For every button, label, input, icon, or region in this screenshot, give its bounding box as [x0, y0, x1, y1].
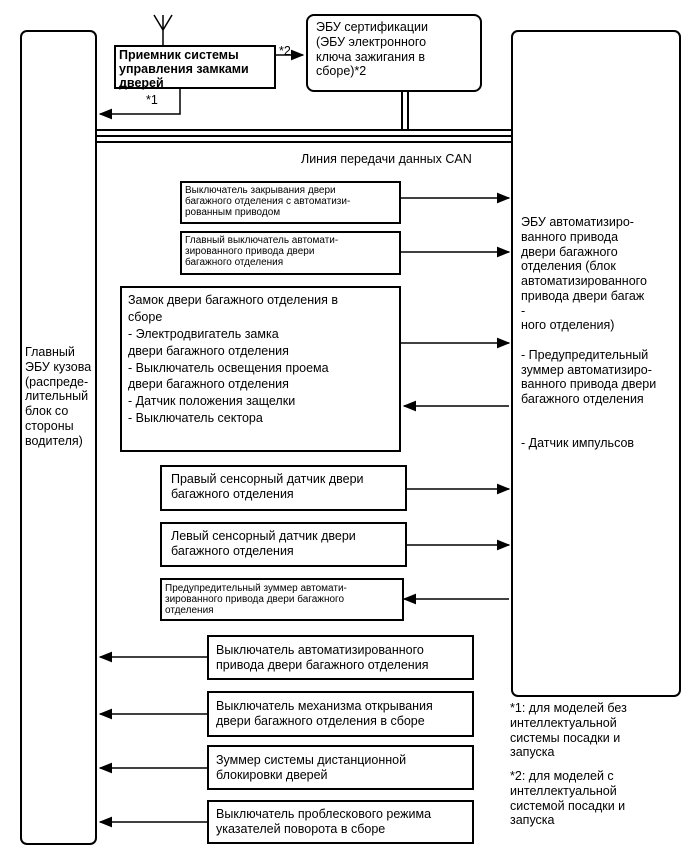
can-bus-lines — [97, 92, 512, 143]
component-label: Правый сенсорный датчик двери багажного … — [171, 472, 364, 501]
component-main-switch: Главный выключатель автомати- зированног… — [180, 231, 401, 275]
component-power-door-switch: Выключатель автоматизированного привода … — [207, 635, 474, 680]
star1-note: *1 — [146, 93, 158, 107]
component-tailgate-lock-assembly: Замок двери багажного отделения в сборе … — [120, 286, 401, 452]
right-tailgate-ecu: ЭБУ автоматизиро- ванного привода двери … — [511, 30, 681, 697]
left-ecu-label: Главный ЭБУ кузова (распреде- лительный … — [25, 345, 92, 448]
component-remote-buzzer: Зуммер системы дистанционной блокировки … — [207, 745, 474, 790]
component-opener-switch: Выключатель механизма открывания двери б… — [207, 691, 474, 737]
component-label: Главный выключатель автомати- зированног… — [185, 235, 339, 269]
component-right-sensor: Правый сенсорный датчик двери багажного … — [160, 465, 407, 511]
star2-note: *2 — [279, 44, 291, 58]
footnote-2: *2: для моделей с интеллектуальной систе… — [510, 769, 626, 828]
component-label: Предупредительный зуммер автомати- зиров… — [165, 583, 347, 617]
footnote-1: *1: для моделей без интеллектуальной сис… — [510, 701, 627, 760]
component-label: Выключатель механизма открывания двери б… — [216, 699, 433, 728]
component-label: Выключатель закрывания двери багажного о… — [185, 185, 351, 219]
component-hazard-switch: Выключатель проблескового режима указате… — [207, 800, 474, 844]
antenna-icon — [153, 14, 173, 45]
component-label: Зуммер системы дистанционной блокировки … — [216, 753, 407, 782]
component-label: Левый сенсорный датчик двери багажного о… — [171, 529, 356, 558]
component-warning-buzzer: Предупредительный зуммер автомати- зиров… — [160, 578, 404, 621]
component-label: Замок двери багажного отделения в сборе … — [128, 293, 338, 426]
left-body-ecu: Главный ЭБУ кузова (распреде- лительный … — [20, 30, 97, 845]
component-label: Выключатель проблескового режима указате… — [216, 807, 432, 836]
component-close-switch: Выключатель закрывания двери багажного о… — [180, 181, 401, 224]
receiver-to-left-ecu-arrow — [98, 88, 181, 120]
right-ecu-label: ЭБУ автоматизиро- ванного привода двери … — [521, 215, 657, 451]
component-left-sensor: Левый сенсорный датчик двери багажного о… — [160, 522, 407, 567]
component-label: Выключатель автоматизированного привода … — [216, 643, 429, 672]
cert-ecu-label: ЭБУ сертификации (ЭБУ электронного ключа… — [316, 20, 428, 79]
door-lock-receiver-box: Приемник системы управления замками двер… — [114, 45, 276, 90]
receiver-label: Приемник системы управления замками двер… — [119, 48, 249, 90]
certification-ecu-box: ЭБУ сертификации (ЭБУ электронного ключа… — [306, 14, 482, 92]
can-bus-label: Линия передачи данных CAN — [301, 152, 472, 166]
